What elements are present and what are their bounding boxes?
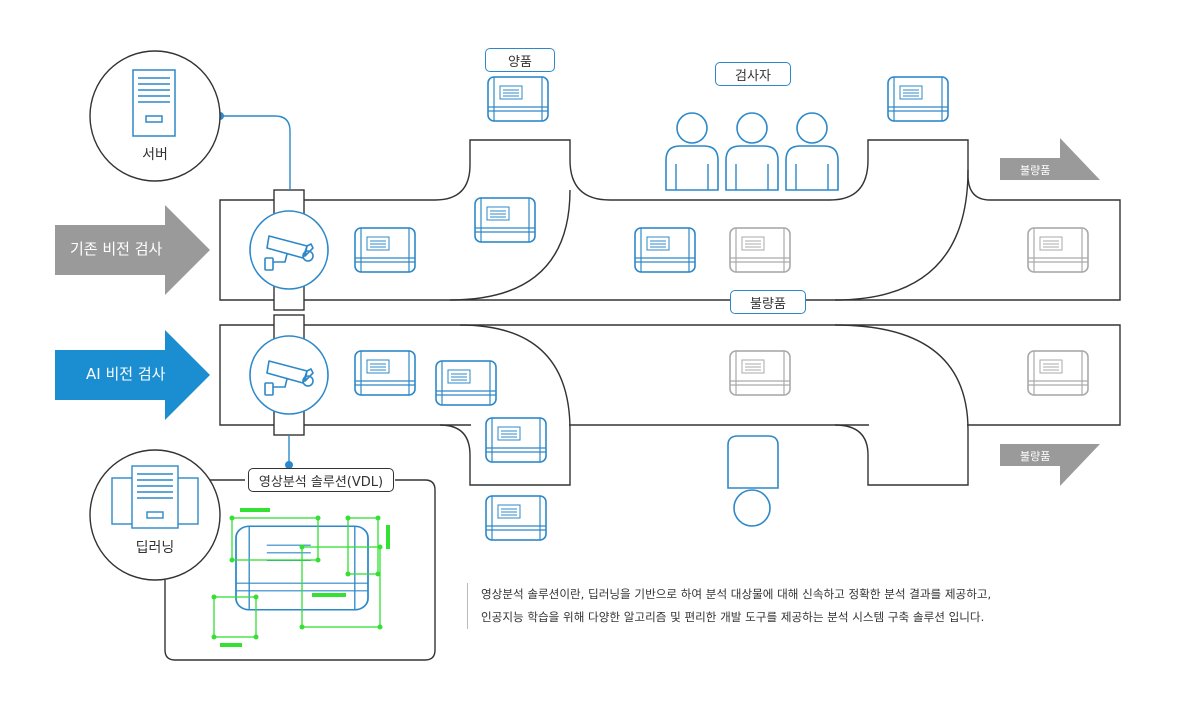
camera-icon	[249, 210, 329, 290]
vdl-tag: 영상분석 솔루션(VDL)	[248, 468, 394, 492]
person-icon	[665, 112, 719, 191]
defect-arrow-top	[1000, 138, 1100, 180]
server-icon	[132, 69, 176, 137]
defect-tag-mid: 불량품	[730, 290, 806, 314]
ai-vision-label: AI 비전 검사	[86, 365, 166, 383]
good-product-tag: 양품	[485, 48, 555, 72]
description-line-1: 영상분석 솔루션이란, 딥러닝을 기반으로 하여 분석 대상물에 대해 신속하고…	[481, 587, 992, 601]
defect-label-bottom: 불량품	[1020, 450, 1051, 463]
description-line-2: 인공지능 학습을 위해 다양한 알고리즘 및 편리한 개발 도구를 제공하는 분…	[481, 610, 985, 624]
inspectors-tag: 검사자	[715, 62, 791, 86]
product-box-icon	[354, 76, 1089, 541]
defect-label-top: 불량품	[1020, 164, 1051, 177]
camera-icon	[249, 335, 329, 415]
ai-vision-arrow	[55, 330, 210, 420]
ai-detection-illustration	[211, 508, 390, 647]
person-icon	[725, 112, 779, 191]
description-block: 영상분석 솔루션이란, 딥러닝을 기반으로 하여 분석 대상물에 대해 신속하고…	[467, 583, 1161, 629]
belt-gaps	[471, 301, 967, 427]
legacy-vision-arrow	[55, 205, 210, 295]
server-label: 서버	[142, 147, 168, 163]
deep-learning-server-icon	[111, 465, 199, 529]
person-icon	[785, 112, 839, 191]
deep-learning-label: 딥러닝	[135, 540, 175, 556]
defect-arrow-bottom	[1000, 444, 1100, 486]
ai-reject-object	[727, 435, 779, 527]
legacy-vision-label: 기존 비전 검사	[70, 240, 163, 258]
conveyor-belts	[219, 139, 1121, 486]
